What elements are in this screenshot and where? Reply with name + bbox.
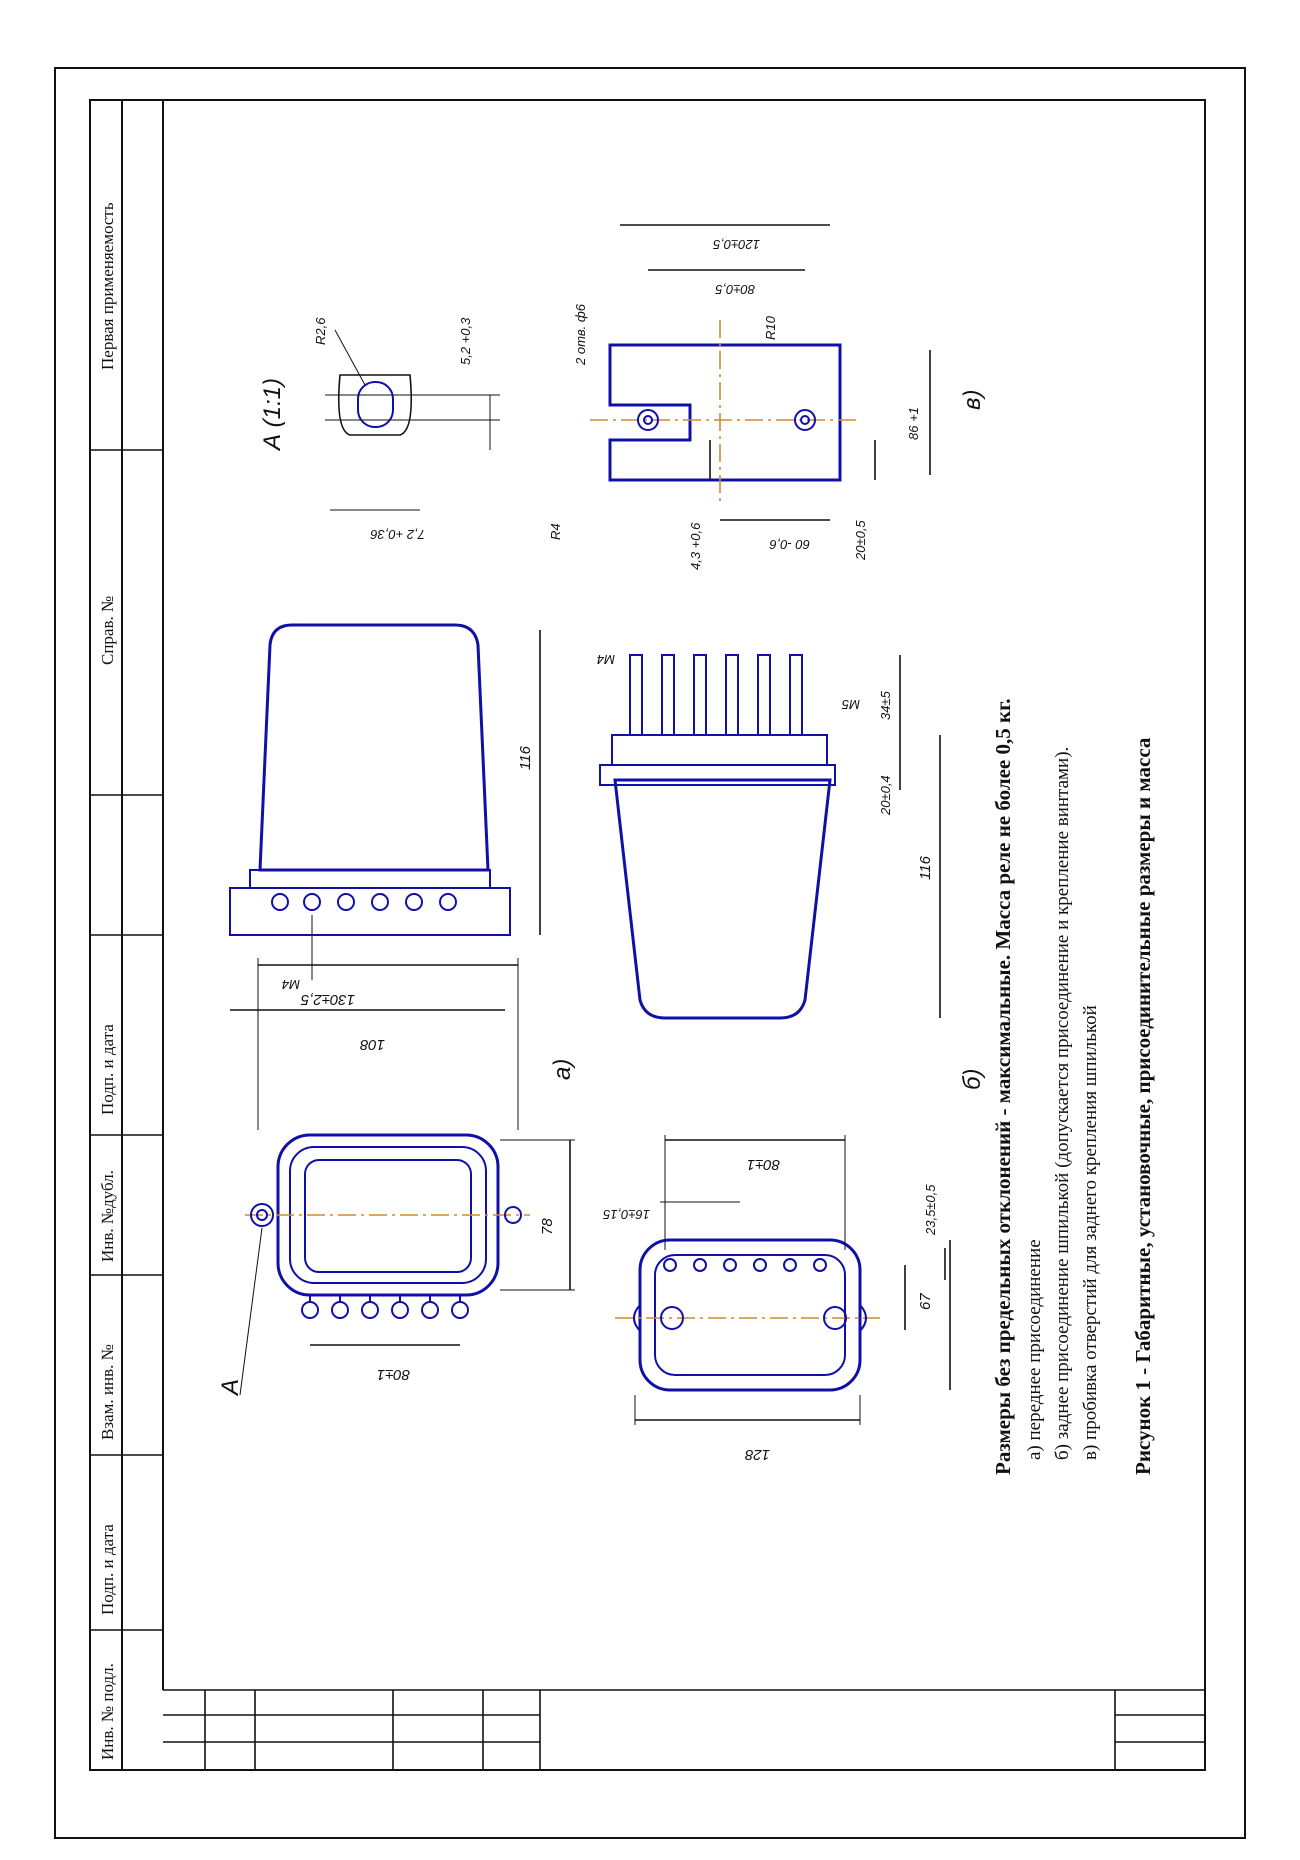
detail-view-a: 5,2 +0,3 7,2 +0,36 R2,6 А (1:1)	[259, 317, 500, 542]
relay-cover	[258, 623, 490, 872]
dim-34: 34±5	[878, 690, 893, 720]
terminal-row-rear	[663, 1258, 827, 1272]
stamp-vzam-inv: Взам. инв. №	[98, 1344, 117, 1440]
cover-flange-b	[599, 764, 836, 786]
dim-16: 16±0,15	[602, 1207, 650, 1222]
dim-holes: 2 отв. ф6	[573, 303, 588, 366]
rear-stud-left	[660, 1306, 684, 1330]
dim-116-side-b: 116	[917, 855, 934, 880]
plate-hole-left	[637, 409, 659, 431]
box-window	[304, 1159, 472, 1273]
mount-lug-left	[250, 1203, 274, 1227]
dim-120: 120±0,5	[712, 237, 760, 252]
base-b	[611, 734, 828, 766]
dim-20-05: 20±0,5	[853, 520, 868, 561]
terminal-row-top	[301, 1295, 469, 1319]
callout-a: А	[217, 1379, 244, 1397]
dim-m5: М5	[841, 697, 860, 712]
dim-m4-side-b: М4	[597, 652, 615, 667]
dim-80-top: 80±1	[377, 1366, 410, 1383]
notes-block: Размеры без предельных отклонений - макс…	[991, 698, 1155, 1475]
stamp-perv-primen: Первая применяемость	[98, 202, 117, 370]
stamp-inv-podl: Инв. № подл.	[98, 1663, 117, 1760]
mount-lug-right	[504, 1206, 522, 1224]
plate-outline	[608, 343, 842, 482]
stamp-podp-data-2: Подп. и дата	[98, 1524, 117, 1615]
stamp-inv-dubl: Инв. №дубл.	[98, 1170, 117, 1262]
view-label-a: а)	[549, 1059, 576, 1080]
rear-stud-right	[823, 1306, 847, 1330]
dim-67: 67	[917, 1293, 934, 1310]
note-line-2: а) переднее присоединение	[1024, 1239, 1045, 1460]
view-top-box: 130±2,5 80±1 78 А	[217, 958, 575, 1397]
dim-108: 108	[359, 1036, 385, 1053]
dim-m4-side-a: М4	[282, 977, 300, 992]
dim-23-5: 23,5±0,5	[923, 1184, 938, 1236]
dim-r2-6: R2,6	[313, 317, 328, 345]
side-stamp: Первая применяемость Справ. № Подп. и да…	[90, 202, 163, 1760]
dim-4-3: 4,3 +0,6	[688, 522, 703, 570]
relay-cover-b	[613, 778, 832, 1020]
dim-86: 86 +1	[906, 407, 921, 440]
figure-caption: Рисунок 1 - Габаритные, установочные, пр…	[1131, 737, 1155, 1475]
stamp-sprav-no: Справ. №	[98, 596, 117, 665]
view-side-a: 116 108 М4 а)	[229, 623, 576, 1080]
title-block	[163, 1689, 1205, 1770]
dim-5-2: 5,2 +0,3	[458, 317, 473, 365]
note-line-1: Размеры без предельных отклонений - макс…	[991, 698, 1015, 1475]
note-line-4: в) пробивка отверстий для заднего крепле…	[1080, 1005, 1101, 1460]
dim-116-side-a: 116	[517, 745, 534, 770]
base-plate	[229, 887, 511, 936]
studs-b	[629, 654, 803, 736]
detail-slot	[357, 381, 394, 428]
dim-80-05: 80±0,5	[715, 282, 755, 297]
dim-7-2: 7,2 +0,36	[370, 527, 425, 542]
view-side-b: 116 20±0,4 34±5 М4 М5 б)	[597, 652, 986, 1090]
stamp-podp-data-1: Подп. и дата	[98, 1024, 117, 1115]
dim-80-rear: 80±1	[747, 1156, 780, 1173]
terminals-side-a	[271, 893, 457, 911]
outer-sheet-border	[54, 67, 1246, 1839]
note-line-3: б) заднее присоединение шпилькой (допуск…	[1052, 747, 1073, 1460]
dim-128: 128	[744, 1446, 770, 1463]
detail-outline	[337, 374, 413, 436]
rear-box-outline	[638, 1238, 862, 1392]
dim-78: 78	[539, 1218, 556, 1235]
dim-20-04: 20±0,4	[878, 775, 893, 816]
detail-title: А (1:1)	[259, 378, 286, 452]
view-label-v: в)	[959, 389, 986, 410]
dim-r4: R4	[548, 523, 563, 540]
view-mounting-plate: 120±0,5 80±0,5 2 отв. ф6 R10 86 +1 20±0,…	[548, 224, 986, 570]
cover-flange	[249, 869, 491, 889]
view-label-b: б)	[959, 1069, 986, 1091]
view-rear-box: 80±1 16±0,15 23,5±0,5 67 128	[602, 1135, 951, 1463]
dim-r10: R10	[763, 315, 778, 340]
plate-hole-right	[794, 409, 816, 431]
dim-60: 60 -0,6	[769, 537, 810, 552]
dim-130: 130±2,5	[300, 991, 355, 1008]
